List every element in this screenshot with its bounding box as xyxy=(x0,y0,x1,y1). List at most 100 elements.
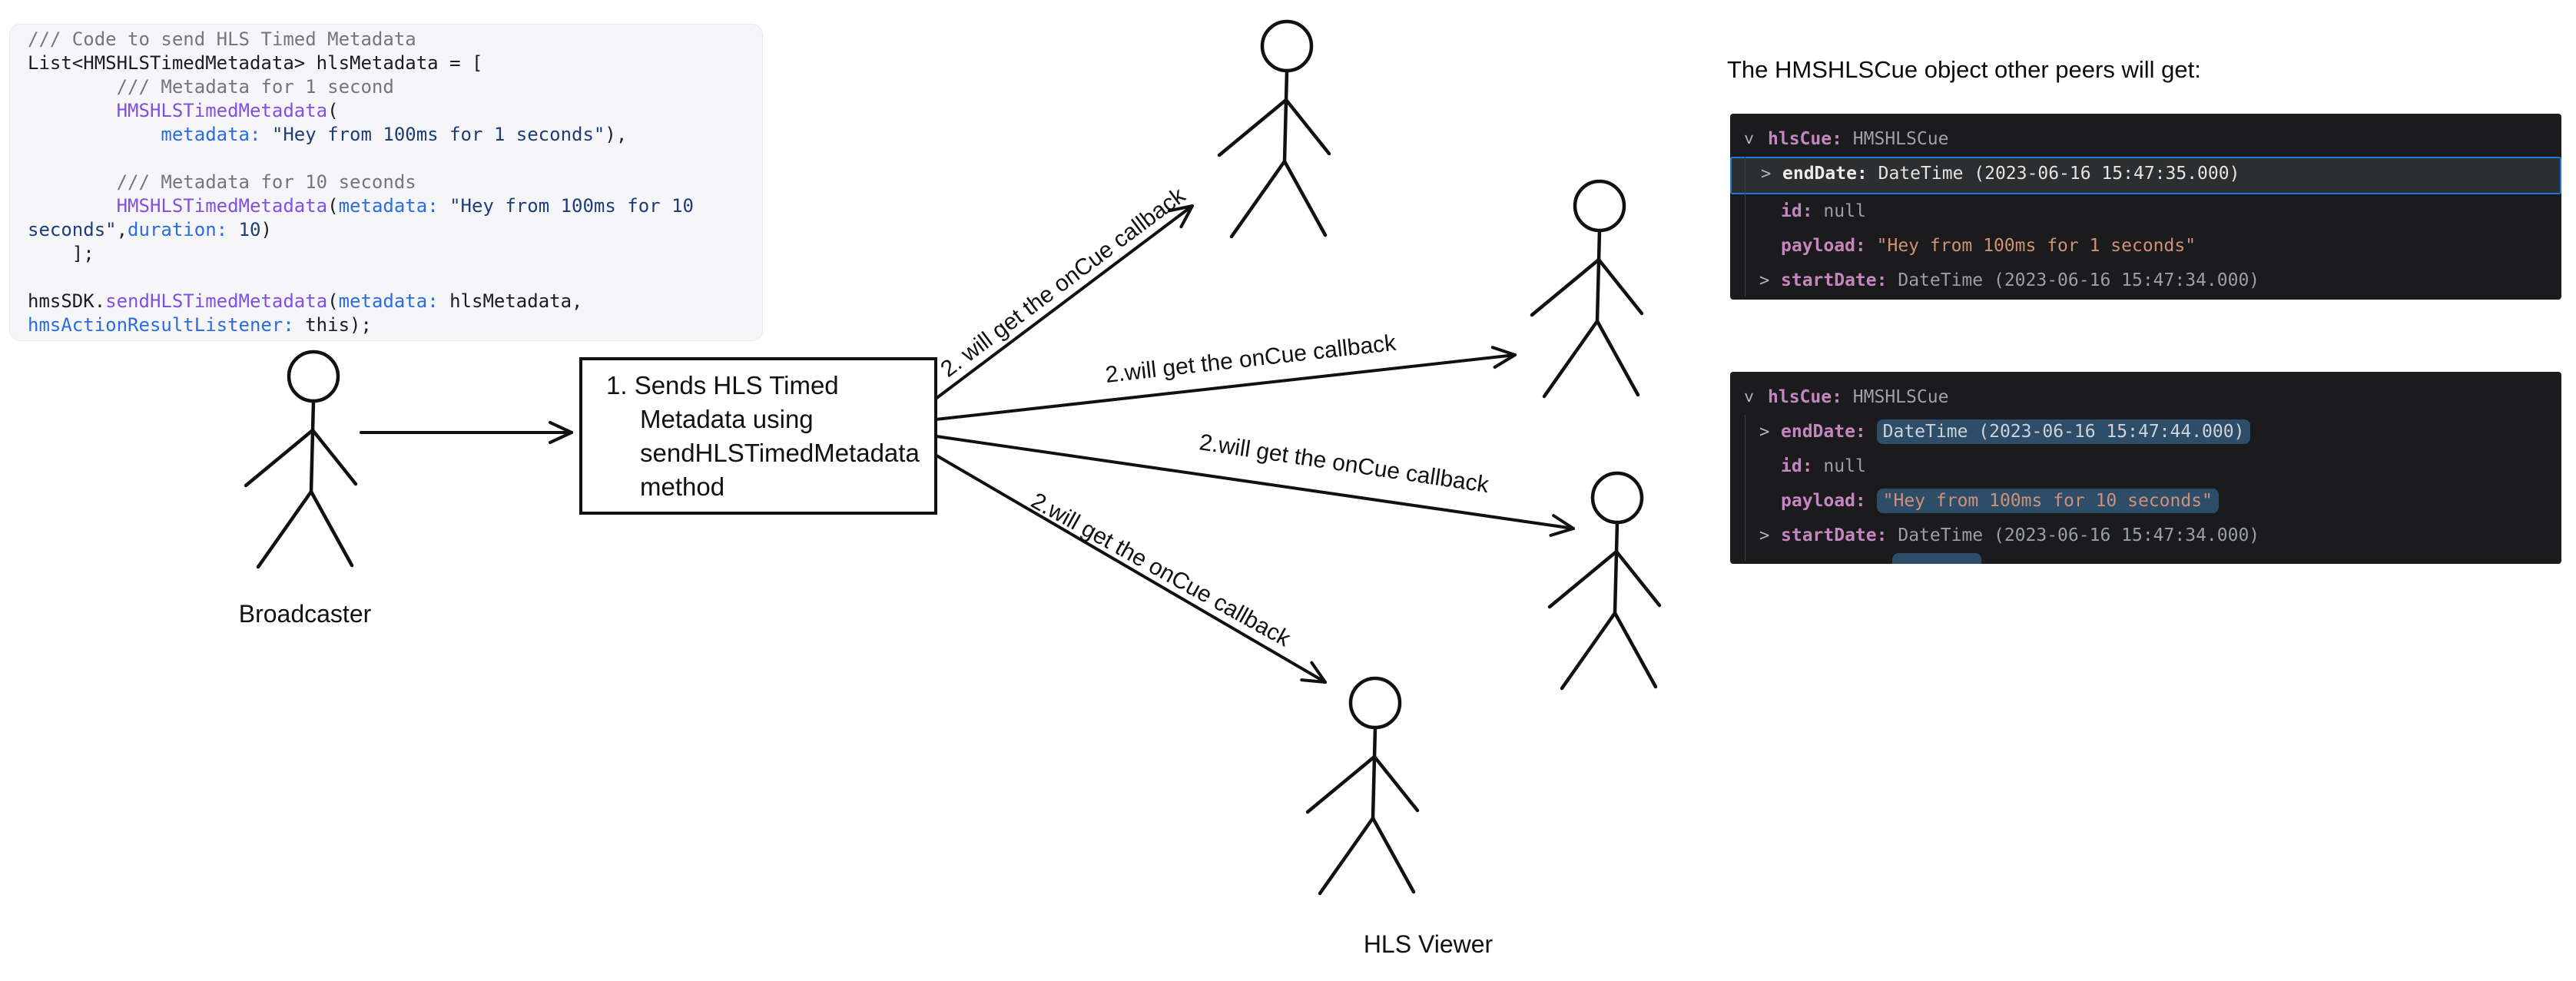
broadcaster-label: Broadcaster xyxy=(239,600,372,628)
code-token: 10 xyxy=(238,219,261,240)
code-line: /// Metadata for 10 seconds xyxy=(28,171,762,194)
code-token: /// Code to send HLS Timed Metadata xyxy=(28,28,416,50)
code-line: hmsSDK.sendHLSTimedMetadata(metadata: hl… xyxy=(28,290,762,313)
code-line: ]; xyxy=(28,242,762,266)
chevron-right-icon[interactable]: > xyxy=(1759,271,1770,290)
code-token: HMSHLSTimedMetadata xyxy=(116,195,328,217)
chevron-right-icon[interactable]: > xyxy=(1759,526,1770,545)
hmshlscue-heading: The HMSHLSCue object other peers will ge… xyxy=(1727,56,2201,83)
arrow-oncue-2 xyxy=(934,346,1517,421)
value-highlight: DateTime (2023-06-16 15:47:44.000) xyxy=(1876,419,2251,444)
metadata-box-line-2: Metadata using xyxy=(640,405,814,433)
stick-figure-viewer-3 xyxy=(1550,473,1659,688)
indent-guide xyxy=(1745,157,1746,297)
variable-name: hlsCue: xyxy=(1768,387,1842,407)
metadata-box-line-4: method xyxy=(640,472,724,501)
chevron-down-icon[interactable]: > xyxy=(1739,392,1759,403)
code-token: hmsSDK. xyxy=(28,290,106,312)
code-line: metadata: "Hey from 100ms for 1 seconds"… xyxy=(28,123,762,147)
arrow-label-1: 2. will get the onCue callback xyxy=(936,182,1190,382)
field-value: "Hey from 100ms for 1 seconds" xyxy=(1876,236,2196,256)
debug-row-endDate[interactable]: > endDate: DateTime (2023-06-16 15:47:44.… xyxy=(1730,415,2561,449)
code-token: ]; xyxy=(28,243,94,264)
field-value: DateTime (2023-06-16 15:47:44.000) xyxy=(1882,422,2245,442)
code-token: "Hey from 100ms for 10 xyxy=(449,195,694,217)
value-highlight-partial xyxy=(1892,553,1981,564)
arrow-oncue-4 xyxy=(935,454,1327,684)
field-name: startDate: xyxy=(1781,525,1888,545)
debug-row-endDate[interactable]: > endDate: DateTime (2023-06-16 15:47:35.… xyxy=(1730,157,2561,194)
field-value: null xyxy=(1823,456,1866,476)
code-token: hlsMetadata, xyxy=(449,290,583,312)
field-name: endDate: xyxy=(1782,164,1868,184)
variable-type: HMSHLSCue xyxy=(1852,129,1949,149)
chevron-down-icon[interactable]: > xyxy=(1739,134,1759,145)
debug-row-header[interactable]: > hlsCue: HMSHLSCue xyxy=(1730,122,2561,157)
code-token: sendHLSTimedMetadata xyxy=(105,290,328,312)
debug-panel-1-second-cue: > hlsCue: HMSHLSCue > endDate: DateTime (20… xyxy=(1730,114,2561,300)
code-token: , xyxy=(116,219,128,240)
code-line: /// Code to send HLS Timed Metadata xyxy=(28,28,762,51)
code-token: ( xyxy=(327,100,339,121)
field-name: payload: xyxy=(1781,491,1866,511)
code-line: /// Metadata for 1 second xyxy=(28,75,762,99)
stick-figure-broadcaster xyxy=(246,352,356,567)
code-token: hmsActionResultListener: xyxy=(28,314,294,336)
field-name: id: xyxy=(1781,456,1813,476)
code-token: metadata: xyxy=(338,195,439,217)
variable-name: hlsCue: xyxy=(1768,129,1842,149)
stick-figure-viewer-1 xyxy=(1219,22,1329,237)
code-token: ( xyxy=(327,195,339,217)
code-token: /// Metadata for 10 seconds xyxy=(28,171,416,193)
metadata-box-line-1: 1. Sends HLS Timed xyxy=(606,371,839,399)
chevron-right-icon[interactable]: > xyxy=(1759,423,1770,442)
code-token: /// Metadata for 1 second xyxy=(28,76,394,98)
stick-figure-viewer-2 xyxy=(1532,181,1642,396)
variable-type: HMSHLSCue xyxy=(1852,387,1949,407)
code-token: List<HMSHLSTimedMetadata> hlsMetadata = … xyxy=(28,52,483,74)
code-token: HMSHLSTimedMetadata xyxy=(116,100,328,121)
field-value: null xyxy=(1823,201,1866,221)
code-token: metadata: xyxy=(161,124,261,145)
metadata-box xyxy=(579,357,937,515)
code-line: seconds",duration: 10) xyxy=(28,218,762,242)
code-token: ), xyxy=(605,124,628,145)
field-name: startDate: xyxy=(1781,270,1888,290)
value-highlight: "Hey from 100ms for 10 seconds" xyxy=(1876,489,2219,513)
debug-row-payload[interactable]: payload: "Hey from 100ms for 1 seconds" xyxy=(1730,229,2561,263)
field-value: DateTime (2023-06-16 15:47:34.000) xyxy=(1898,525,2260,545)
code-token: metadata: xyxy=(338,290,439,312)
arrow-label-3: 2.will get the onCue callback xyxy=(1198,429,1491,498)
code-line: List<HMSHLSTimedMetadata> hlsMetadata = … xyxy=(28,51,762,75)
debug-row-id[interactable]: id: null xyxy=(1730,194,2561,229)
debug-row-id[interactable]: id: null xyxy=(1730,449,2561,484)
field-name: id: xyxy=(1781,201,1813,221)
debug-row-payload[interactable]: payload: "Hey from 100ms for 10 seconds" xyxy=(1730,484,2561,519)
debug-row-startDate[interactable]: > startDate: DateTime (2023-06-16 15:47:3… xyxy=(1730,263,2561,298)
code-line: hmsActionResultListener: this); xyxy=(28,313,762,337)
chevron-right-icon[interactable]: > xyxy=(1761,164,1772,184)
stick-figure-viewer-4 xyxy=(1308,678,1417,893)
debug-panel-10-second-cue: > hlsCue: HMSHLSCue > endDate: DateTime (20… xyxy=(1730,372,2561,564)
field-name: endDate: xyxy=(1781,422,1866,442)
debug-row-header[interactable]: > hlsCue: HMSHLSCue xyxy=(1730,380,2561,415)
arrow-oncue-3 xyxy=(935,435,1575,537)
arrow-label-2: 2.will get the onCue callback xyxy=(1104,330,1398,388)
code-token: "Hey from 100ms for 1 seconds" xyxy=(271,124,605,145)
field-value: DateTime (2023-06-16 15:47:34.000) xyxy=(1898,270,2260,290)
field-value: DateTime (2023-06-16 15:47:35.000) xyxy=(1878,164,2240,184)
arrow-label-4: 2.will get the onCue callback xyxy=(1027,488,1295,652)
hls-viewer-label: HLS Viewer xyxy=(1364,930,1494,958)
code-line: HMSHLSTimedMetadata(metadata: "Hey from … xyxy=(28,194,762,218)
debug-row-startDate[interactable]: > startDate: DateTime (2023-06-16 15:47:3… xyxy=(1730,519,2561,553)
indent-guide xyxy=(1745,415,1746,561)
code-line: HMSHLSTimedMetadata( xyxy=(28,99,762,123)
field-name: payload: xyxy=(1781,236,1866,256)
field-value: "Hey from 100ms for 10 seconds" xyxy=(1882,491,2213,511)
code-token: seconds" xyxy=(28,219,117,240)
code-token: ( xyxy=(327,290,339,312)
metadata-box-line-3: sendHLSTimedMetadata xyxy=(640,439,920,467)
